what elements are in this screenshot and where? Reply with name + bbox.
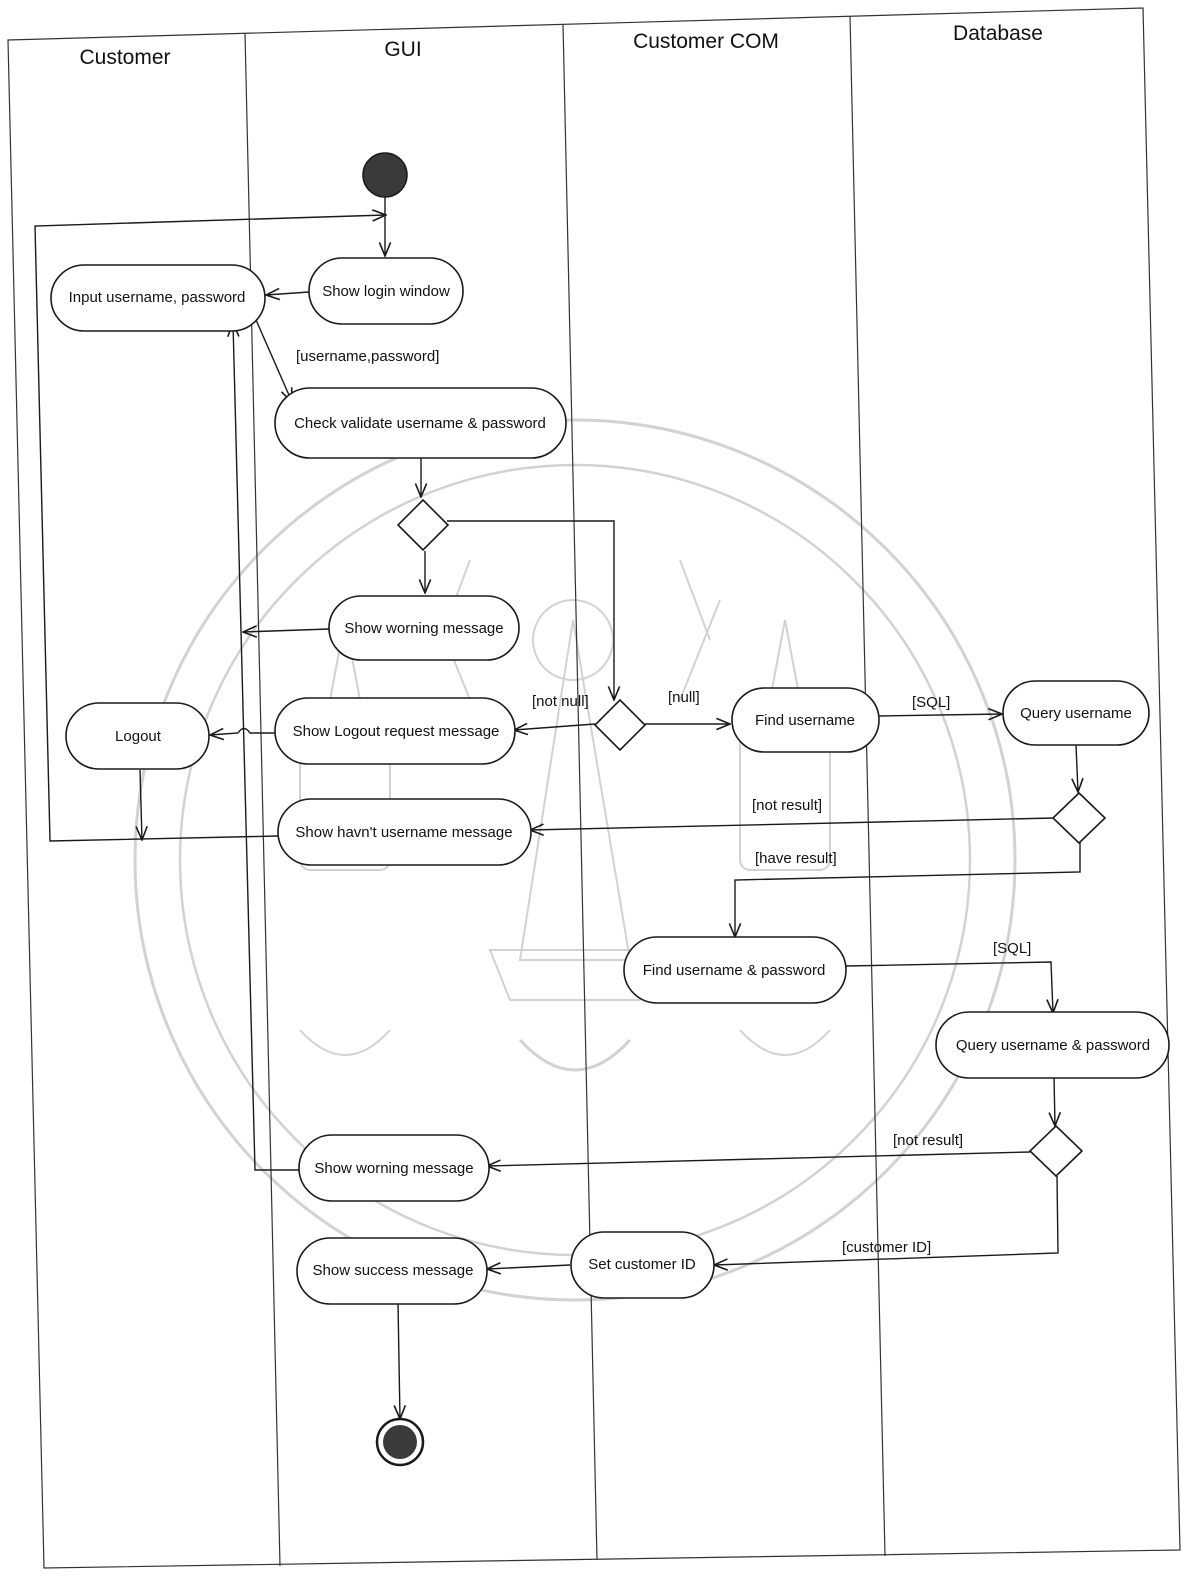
decision-username-result <box>1051 791 1107 845</box>
node-input-credentials: Input username, password <box>50 264 266 332</box>
guard-not-null: [not null] <box>532 693 589 710</box>
svg-text:Query username & password: Query username & password <box>956 1037 1150 1054</box>
lane-title-gui: GUI <box>384 38 421 61</box>
svg-text:Query username: Query username <box>1020 705 1132 722</box>
svg-text:Show Logout request message: Show Logout request message <box>293 723 500 740</box>
svg-text:Show havn't username message: Show havn't username message <box>295 824 512 841</box>
guard-have-result: [have result] <box>755 850 837 867</box>
svg-text:Input username, password: Input username, password <box>69 289 246 306</box>
swimlane-frame <box>7 7 1181 1569</box>
svg-text:Check validate username & pass: Check validate username & password <box>294 415 546 432</box>
svg-text:Show worning message: Show worning message <box>314 1160 473 1177</box>
node-logout: Logout <box>65 702 210 770</box>
svg-text:Show worning message: Show worning message <box>344 620 503 637</box>
lane-title-database: Database <box>953 22 1043 45</box>
svg-text:Find username: Find username <box>755 712 855 729</box>
flow-edges <box>34 197 1080 1419</box>
node-show-login-window: Show login window <box>308 257 464 325</box>
node-find-username: Find username <box>731 687 880 753</box>
svg-text:Show success message: Show success message <box>313 1262 474 1279</box>
decision-validate <box>396 498 450 552</box>
node-show-no-username: Show havn't username message <box>277 798 532 866</box>
decisions <box>396 498 1107 1178</box>
node-find-username-password: Find username & password <box>623 936 847 1004</box>
guard-customer-id: [customer ID] <box>842 1239 931 1256</box>
node-show-warning-1: Show worning message <box>328 595 520 661</box>
node-show-warning-2: Show worning message <box>298 1134 490 1202</box>
guard-sql-2: [SQL] <box>993 940 1031 957</box>
decision-null-check <box>593 698 647 752</box>
end-node <box>375 1417 425 1467</box>
node-show-logout-request: Show Logout request message <box>274 697 516 765</box>
svg-text:Find username & password: Find username & password <box>643 962 826 979</box>
svg-text:Show login window: Show login window <box>322 283 450 300</box>
node-show-success: Show success message <box>296 1237 488 1305</box>
svg-text:Logout: Logout <box>115 728 162 745</box>
guard-sql-1: [SQL] <box>912 694 950 711</box>
node-check-validate: Check validate username & password <box>274 387 567 459</box>
guard-username-password: [username,password] <box>296 348 439 365</box>
lane-title-customer-com: Customer COM <box>633 30 779 53</box>
guard-not-result-1: [not result] <box>752 797 822 814</box>
node-query-username-password: Query username & password <box>935 1011 1170 1079</box>
decision-password-result <box>1028 1124 1084 1178</box>
svg-text:Set customer ID: Set customer ID <box>588 1256 696 1273</box>
node-query-username: Query username <box>1002 680 1150 746</box>
guard-null: [null] <box>668 689 700 706</box>
lane-title-customer: Customer <box>79 46 170 69</box>
start-node <box>362 152 408 198</box>
node-set-customer-id: Set customer ID <box>570 1231 715 1299</box>
guard-not-result-2: [not result] <box>893 1132 963 1149</box>
